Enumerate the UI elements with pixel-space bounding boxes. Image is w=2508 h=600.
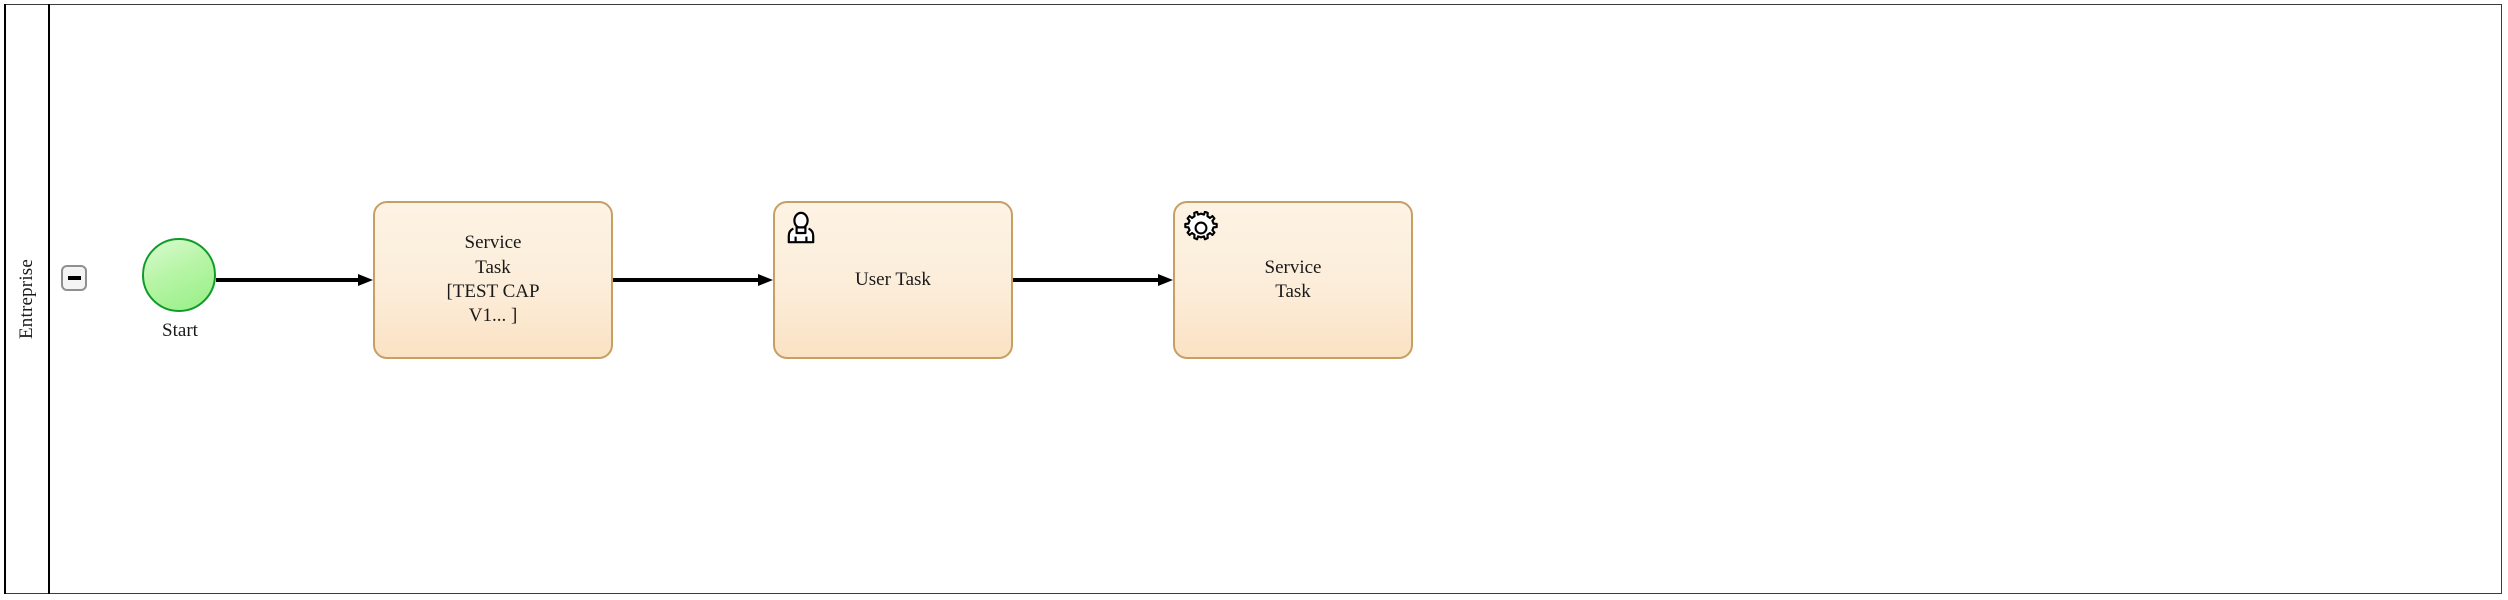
- sequence-flow-3[interactable]: [1013, 274, 1173, 286]
- sequence-flow-1[interactable]: [216, 274, 373, 286]
- lane-title: Entreprise: [16, 258, 38, 340]
- flow-line: [613, 278, 758, 282]
- arrowhead-icon: [358, 274, 373, 286]
- service-task-1-node[interactable]: Service Task [TEST CAP V1... ]: [373, 201, 613, 359]
- pool-spine-left: [4, 4, 6, 594]
- gear-icon: [1184, 211, 1218, 245]
- minus-icon: [67, 276, 81, 280]
- start-event-label: Start: [162, 320, 198, 341]
- start-event-node[interactable]: [142, 238, 216, 312]
- lane-header[interactable]: Entreprise: [6, 5, 48, 593]
- flow-line: [1013, 278, 1158, 282]
- start-event-circle-icon: [142, 238, 216, 312]
- pool-spine-right: [48, 4, 50, 594]
- service-task-1-label: Service Task [TEST CAP V1... ]: [446, 232, 540, 327]
- flow-line: [216, 278, 358, 282]
- service-task-2-label: Service Task: [1264, 256, 1322, 302]
- user-task-label: User Task: [855, 268, 931, 290]
- user-icon: [784, 211, 818, 245]
- service-task-2-node[interactable]: Service Task: [1173, 201, 1413, 359]
- arrowhead-icon: [758, 274, 773, 286]
- user-task-node[interactable]: User Task: [773, 201, 1013, 359]
- sequence-flow-2[interactable]: [613, 274, 773, 286]
- lane-collapse-toggle[interactable]: [61, 265, 87, 291]
- arrowhead-icon: [1158, 274, 1173, 286]
